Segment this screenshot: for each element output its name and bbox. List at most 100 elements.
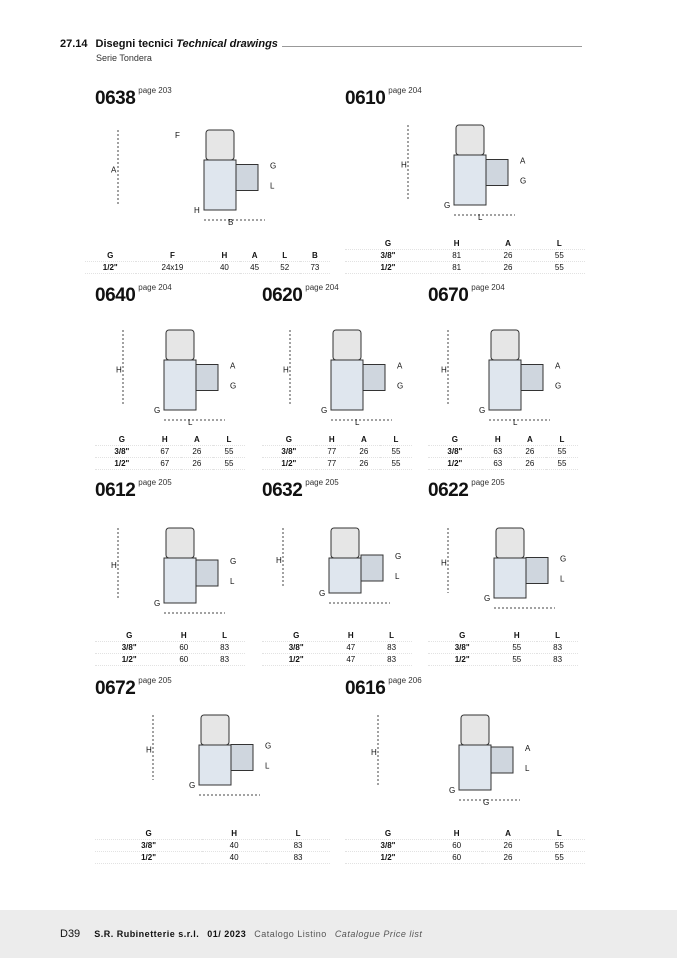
column-header: H <box>202 828 267 840</box>
column-header: G <box>262 434 316 446</box>
column-header: G <box>95 828 203 840</box>
column-header: A <box>482 238 534 250</box>
table-cell: 40 <box>209 261 240 274</box>
table-cell: 26 <box>482 261 534 274</box>
dimension-label: G <box>321 406 327 415</box>
table-cell: 1/2" <box>262 457 316 470</box>
table-cell: 3/8" <box>262 641 331 654</box>
dimension-label: H <box>194 206 200 215</box>
page-number: D39 <box>60 928 81 940</box>
column-header: B <box>299 250 330 262</box>
table-cell: 3/8" <box>428 641 497 654</box>
valve-body <box>163 359 197 411</box>
table-cell: 3/8" <box>345 839 431 852</box>
valve-outlet <box>485 159 509 186</box>
valve-cap <box>332 329 362 361</box>
column-header: L <box>533 828 585 840</box>
valve-cap <box>205 129 235 161</box>
valve-cap <box>165 527 195 559</box>
product-code: 0616 <box>345 678 386 699</box>
column-header: L <box>371 630 412 642</box>
dimension-label: A <box>230 362 236 371</box>
dimension-label: L <box>270 182 275 191</box>
valve-cap <box>200 714 230 746</box>
table-cell: 83 <box>371 653 412 666</box>
column-header: A <box>513 434 546 446</box>
dimension-label: G <box>319 589 325 598</box>
dimension-label: G <box>520 177 526 186</box>
column-header: H <box>431 828 483 840</box>
product-code: 0610 <box>345 88 386 109</box>
table-cell: 1/2" <box>95 457 149 470</box>
dimension-label: G <box>483 798 489 805</box>
table-cell: 1/2" <box>428 457 482 470</box>
dimension-label: L <box>560 575 565 584</box>
column-header: G <box>345 828 431 840</box>
table-cell: 55 <box>545 457 578 470</box>
table-cell: 3/8" <box>345 249 431 262</box>
dimension-label: H <box>441 559 447 568</box>
table-cell: 55 <box>533 851 585 864</box>
table-cell: 1/2" <box>428 653 497 666</box>
table-cell: 26 <box>347 445 380 458</box>
dimension-label: A <box>111 166 117 175</box>
dimension-label: H <box>441 366 447 375</box>
dimension-label: H <box>276 556 282 565</box>
dimension-label: L <box>395 572 400 581</box>
valve-body <box>493 557 527 599</box>
table-cell: 1/2" <box>262 653 331 666</box>
table-cell: 26 <box>482 851 534 864</box>
product-code: 0622 <box>428 480 469 501</box>
valve-cap <box>490 329 520 361</box>
dimension-label: H <box>283 366 289 375</box>
table-cell: 40 <box>202 839 267 852</box>
column-header: L <box>379 434 412 446</box>
table-cell: 1/2" <box>95 851 203 864</box>
column-header: L <box>533 238 585 250</box>
table-cell: 55 <box>212 445 245 458</box>
table-cell: 55 <box>545 445 578 458</box>
table-cell: 81 <box>431 261 483 274</box>
table-cell: 60 <box>163 653 205 666</box>
table-cell: 3/8" <box>262 445 316 458</box>
table-cell: 55 <box>496 641 538 654</box>
product-code: 0640 <box>95 285 136 306</box>
table-cell: 77 <box>315 457 348 470</box>
valve-cap <box>330 527 360 559</box>
dimension-label: H <box>116 366 122 375</box>
valve-cap <box>455 124 485 156</box>
table-cell: 81 <box>431 249 483 262</box>
table-cell: 55 <box>533 261 585 274</box>
page-reference: page 204 <box>138 283 172 292</box>
table-cell: 3/8" <box>95 641 164 654</box>
table-cell: 63 <box>481 445 514 458</box>
valve-outlet <box>362 364 386 391</box>
table-cell: 47 <box>330 641 372 654</box>
